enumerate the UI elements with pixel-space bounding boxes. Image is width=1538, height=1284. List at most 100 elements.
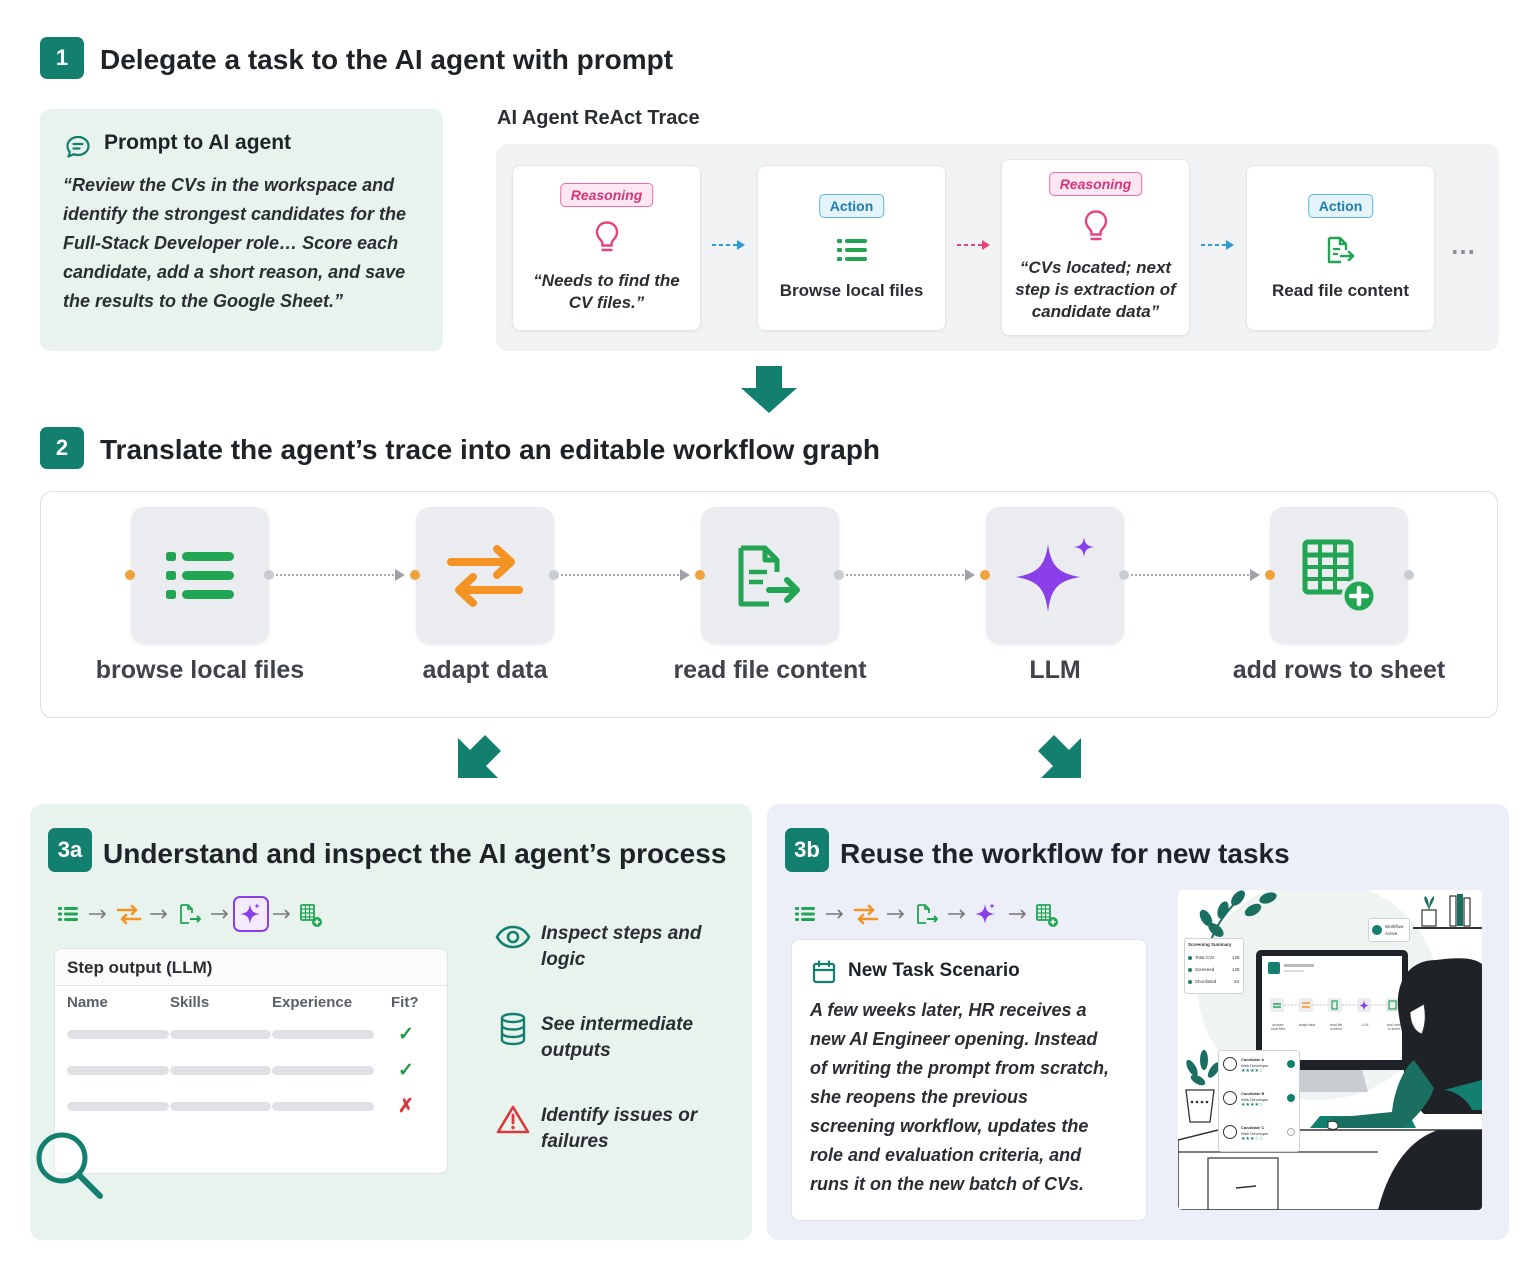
step-1-badge: 1 (40, 37, 84, 79)
summary-label: Shortlisted (1195, 979, 1217, 984)
edge-connector (276, 569, 405, 581)
trace-step-text: Read file content (1272, 281, 1409, 300)
star-rating: ★★★★☆ (1241, 1068, 1264, 1074)
check-circle-icon (1372, 925, 1382, 935)
placeholder-bar (170, 1066, 271, 1075)
check-circle-icon (1287, 1128, 1295, 1136)
action-tag: Action (1307, 194, 1374, 218)
sparkle-icon (975, 904, 995, 924)
step-2-title: Translate the agent’s trace into an edit… (100, 434, 881, 465)
file-export-icon (917, 904, 938, 924)
output-port[interactable] (834, 570, 844, 580)
sheet-add-icon (1302, 539, 1377, 613)
trace-step-reasoning-2: Reasoning “CVs located; next step is ext… (1001, 159, 1190, 336)
screen-node-label: browse local files (1270, 1023, 1286, 1031)
screen-node-label: read file content (1329, 1023, 1343, 1031)
swap-arrows-icon (447, 544, 523, 607)
node-add-rows-to-sheet[interactable] (1270, 507, 1408, 644)
placeholder-bar (170, 1102, 271, 1111)
badge-line-1: Workflow (1385, 924, 1404, 929)
node-label: add rows to sheet (1232, 656, 1446, 684)
trace-step-text: Browse local files (779, 281, 924, 300)
trace-step-reasoning-1: Reasoning “Needs to find the CV files.” (512, 165, 701, 331)
sheet-add-icon (1036, 904, 1058, 927)
trace-ellipsis: … (1450, 230, 1478, 260)
workflow-active-badge: Workflow Active (1368, 918, 1410, 942)
node-browse-local-files[interactable] (131, 507, 269, 644)
reasoning-tag: Reasoning (1048, 172, 1143, 196)
sparkle-icon (240, 904, 260, 924)
eye-icon (495, 925, 531, 949)
node-label: adapt data (422, 656, 548, 684)
edge-connector (1131, 569, 1260, 581)
candidate-name: Candidate A (1241, 1057, 1265, 1062)
placeholder-bar (272, 1066, 374, 1075)
step-3b-badge: 3b (785, 828, 829, 872)
avatar (1223, 1057, 1237, 1071)
fit-check: ✓ (398, 1024, 414, 1045)
placeholder-bar (67, 1066, 169, 1075)
calendar-icon (812, 960, 836, 984)
check-circle-icon (1287, 1060, 1295, 1068)
prompt-title: Prompt to AI agent (104, 131, 292, 154)
list-icon (836, 239, 867, 261)
input-port[interactable] (980, 570, 990, 580)
trace-step-text: “Needs to find the CV files.” (533, 271, 680, 312)
input-port[interactable] (695, 570, 705, 580)
mini-workflow-chain (795, 903, 1058, 927)
edge-connector (846, 569, 975, 581)
scenario-card: New Task Scenario A few weeks later, HR … (791, 939, 1147, 1221)
plant-leaves-icon (1199, 890, 1277, 951)
down-arrow-icon (741, 366, 797, 413)
trace-connectors (712, 240, 1234, 250)
input-port[interactable] (1265, 570, 1275, 580)
column-header: Skills (170, 994, 210, 1011)
feature-inspect: Inspect steps and logic (541, 923, 702, 970)
list-icon (795, 907, 815, 921)
scenario-title: New Task Scenario (848, 960, 1020, 981)
sheet-add-icon (300, 904, 322, 927)
feature-issues: Identify issues or failures (541, 1105, 698, 1152)
lightbulb-icon (1084, 210, 1107, 241)
step-output-header (55, 949, 447, 986)
output-port[interactable] (1119, 570, 1129, 580)
step-3b-title: Reuse the workflow for new tasks (840, 838, 1290, 869)
chat-bubble-icon (66, 135, 90, 158)
placeholder-bar (67, 1030, 169, 1039)
candidate-name: Candidate B (1241, 1091, 1265, 1096)
candidate-list: Candidate A Web Developer ★★★★☆ Candidat… (1218, 1050, 1300, 1152)
input-port[interactable] (410, 570, 420, 580)
node-label: read file content (673, 656, 867, 684)
file-export-icon (180, 904, 201, 924)
edge-connector (561, 569, 690, 581)
column-header: Name (67, 994, 108, 1011)
reasoning-tag: Reasoning (559, 183, 654, 207)
screen-node-label: add rows to sheet (1386, 1023, 1402, 1031)
fit-cross: ✗ (398, 1096, 414, 1117)
output-port[interactable] (1404, 570, 1414, 580)
input-port[interactable] (125, 570, 135, 580)
output-port[interactable] (549, 570, 559, 580)
warning-icon (496, 1105, 530, 1134)
list-icon (166, 551, 234, 599)
summary-bullet (1188, 968, 1192, 972)
prompt-card: Prompt to AI agent “Review the CVs in th… (40, 109, 443, 351)
summary-bullet (1188, 980, 1192, 984)
node-adapt-data[interactable] (416, 507, 554, 644)
node-llm[interactable] (986, 507, 1124, 644)
down-right-arrow-icon (1038, 735, 1081, 778)
action-tag: Action (818, 194, 885, 218)
screening-summary-card: Screening Summary Total CVs 128 Screened… (1184, 938, 1244, 994)
step-output-card: Step output (LLM) Name Skills Experience… (54, 948, 448, 1174)
check-circle-icon (1287, 1094, 1295, 1102)
output-port[interactable] (264, 570, 274, 580)
swap-arrows-icon (853, 904, 879, 925)
star-rating: ★★★★☆ (1241, 1102, 1264, 1108)
illustration-art (1178, 890, 1482, 1210)
trace-step-action-2: Action Read file content (1246, 165, 1435, 331)
step-2-badge: 2 (40, 427, 84, 469)
summary-value: 128 (1232, 955, 1240, 960)
summary-label: Screened (1195, 967, 1215, 972)
node-read-file-content[interactable] (701, 507, 839, 644)
scenario-text: A few weeks later, HR receives a new AI … (810, 1000, 1110, 1194)
